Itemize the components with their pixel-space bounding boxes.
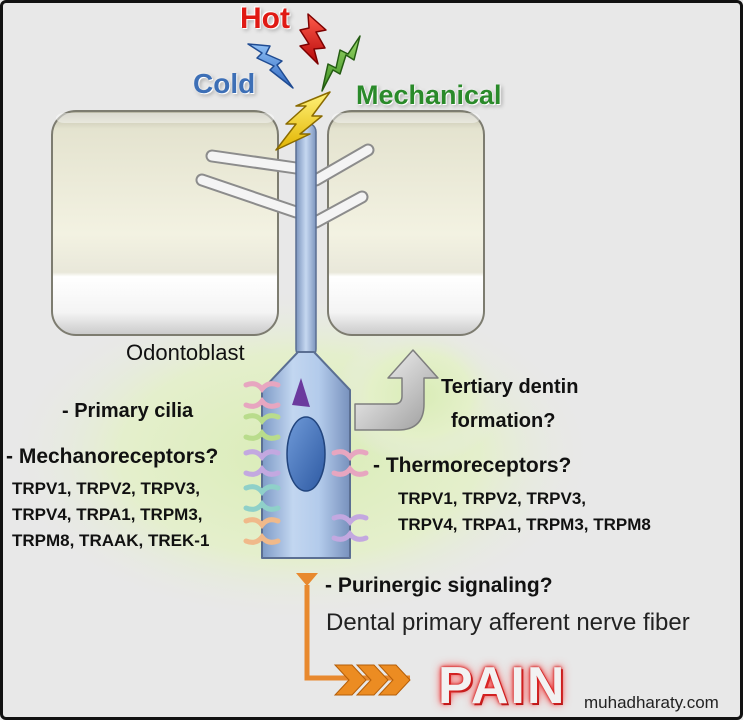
channel-orange-left [243, 517, 281, 545]
channel-pink-left [243, 381, 281, 409]
dentin-block-right [327, 110, 485, 336]
tertiary-line-1: Tertiary dentin [441, 376, 579, 398]
channel-purple-right [331, 514, 369, 542]
mechanoreceptor-channel-list: TRPV1, TRPV2, TRPV3, TRPV4, TRPA1, TRPM3… [12, 476, 209, 554]
primary-cilia-label: - Primary cilia [62, 400, 194, 422]
curved-arrow-icon [354, 349, 439, 431]
yellow-bolt-icon [275, 91, 331, 151]
channel-line: TRPV4, TRPA1, TRPM3, [12, 505, 203, 524]
channel-teal-left [243, 484, 281, 512]
tertiary-line-2: formation? [451, 410, 556, 432]
channel-line: TRPV1, TRPV2, TRPV3, [12, 479, 200, 498]
channel-purple-left [243, 449, 281, 477]
odontoblast-process [295, 122, 317, 359]
mechanoreceptors-label: - Mechanoreceptors? [6, 445, 219, 468]
purinergic-label: - Purinergic signaling? [325, 574, 553, 597]
mechanoreceptor-channels [243, 381, 281, 545]
cold-bolt-icon [247, 43, 294, 89]
thermoreceptors-label: - Thermoreceptors? [373, 454, 572, 477]
nerve-fiber-label: Dental primary afferent nerve fiber [326, 609, 690, 636]
pain-label: PAIN [438, 657, 567, 715]
channel-green-left [243, 413, 281, 441]
tertiary-dentin-label: Tertiary dentin formation? [441, 370, 578, 438]
primary-cilium [292, 378, 310, 407]
dentin-block-left [51, 110, 279, 336]
hot-label: Hot [240, 2, 290, 35]
odontoblast-label: Odontoblast [126, 340, 245, 365]
cold-label: Cold [193, 68, 256, 99]
mechanical-label: Mechanical [356, 80, 502, 110]
channel-pink-right [331, 449, 369, 477]
mechanical-bolt-icon [321, 35, 361, 92]
process-branches [195, 143, 375, 229]
nucleus [286, 416, 326, 492]
thermoreceptor-channels [331, 449, 369, 542]
thermoreceptor-channel-list: TRPV1, TRPV2, TRPV3, TRPV4, TRPA1, TRPM3… [398, 486, 651, 538]
watermark-label: muhadharaty.com [584, 693, 719, 712]
chevron-arrows-icon [333, 664, 411, 696]
hot-bolt-icon [299, 13, 327, 65]
channel-line: TRPM8, TRAAK, TREK-1 [12, 531, 210, 550]
channel-line: TRPV1, TRPV2, TRPV3, [398, 489, 586, 508]
channel-line: TRPV4, TRPA1, TRPM3, TRPM8 [398, 515, 651, 534]
